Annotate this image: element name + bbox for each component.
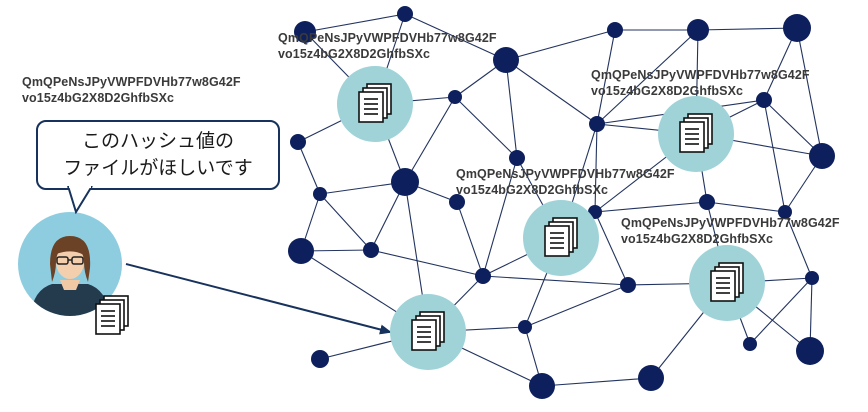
network-node <box>620 277 636 293</box>
network-edge <box>594 123 598 213</box>
network-edge <box>697 27 798 31</box>
network-node <box>363 242 379 258</box>
network-edge <box>454 96 518 159</box>
network-node <box>397 6 413 22</box>
file-node <box>658 96 734 172</box>
network-edge <box>596 29 616 125</box>
network-node <box>805 271 819 285</box>
network-edge <box>297 141 321 195</box>
network-edge <box>404 13 507 61</box>
network-node <box>778 205 792 219</box>
network-edge <box>304 13 406 33</box>
network-node <box>391 168 419 196</box>
network-node <box>518 320 532 334</box>
network-node <box>783 14 811 42</box>
network-edge <box>763 99 786 213</box>
network-node <box>756 92 772 108</box>
network-edge <box>749 277 813 345</box>
network-edge <box>370 249 484 277</box>
bubble-line-1: このハッシュ値の <box>81 130 234 152</box>
network-node <box>288 238 314 264</box>
network-edge <box>456 201 484 277</box>
network-node <box>743 337 757 351</box>
network-node <box>796 337 824 365</box>
network-edge <box>482 275 629 286</box>
network-node <box>493 47 519 73</box>
user-document-stack-icon <box>95 295 129 335</box>
network-node <box>638 365 664 391</box>
network-node <box>290 134 306 150</box>
document-stack-icon <box>710 262 744 302</box>
network-node <box>475 268 491 284</box>
network-node <box>448 90 462 104</box>
network-edge <box>541 377 652 387</box>
speech-bubble-tail <box>67 186 93 214</box>
network-node <box>294 21 316 43</box>
user-avatar-icon <box>18 212 122 316</box>
network-edge <box>404 96 456 183</box>
network-edge <box>763 99 823 157</box>
network-node <box>311 350 329 368</box>
network-edge <box>594 201 708 213</box>
network-edge <box>505 29 616 61</box>
network-edge <box>706 201 786 213</box>
network-node <box>809 143 835 169</box>
network-edge <box>784 211 813 279</box>
request-speech-bubble: このハッシュ値の ファイルがほしいです <box>36 120 280 190</box>
network-edge <box>505 59 598 125</box>
network-edge <box>796 27 823 157</box>
file-node <box>337 66 413 142</box>
file-node <box>689 245 765 321</box>
file-node <box>390 294 466 370</box>
document-stack-icon <box>358 83 392 123</box>
document-stack-icon <box>544 217 578 257</box>
network-node <box>589 116 605 132</box>
file-holding-nodes <box>337 66 765 370</box>
network-edge <box>482 157 518 277</box>
bubble-line-2: ファイルがほしいです <box>63 157 253 179</box>
network-edge <box>505 59 518 159</box>
file-node <box>523 200 599 276</box>
network-node <box>509 150 525 166</box>
request-arrow <box>125 263 392 335</box>
document-stack-icon <box>411 311 445 351</box>
network-edge <box>319 181 406 195</box>
document-stack-icon <box>679 113 713 153</box>
network-edge <box>319 193 372 251</box>
network-edge <box>594 211 629 286</box>
network-edge <box>524 284 629 328</box>
network-node <box>607 22 623 38</box>
network-edge <box>596 29 699 125</box>
network-node <box>449 194 465 210</box>
network-node <box>313 187 327 201</box>
network-node <box>687 19 709 41</box>
network-node <box>529 373 555 399</box>
network-node <box>699 194 715 210</box>
network-nodes <box>288 6 835 399</box>
